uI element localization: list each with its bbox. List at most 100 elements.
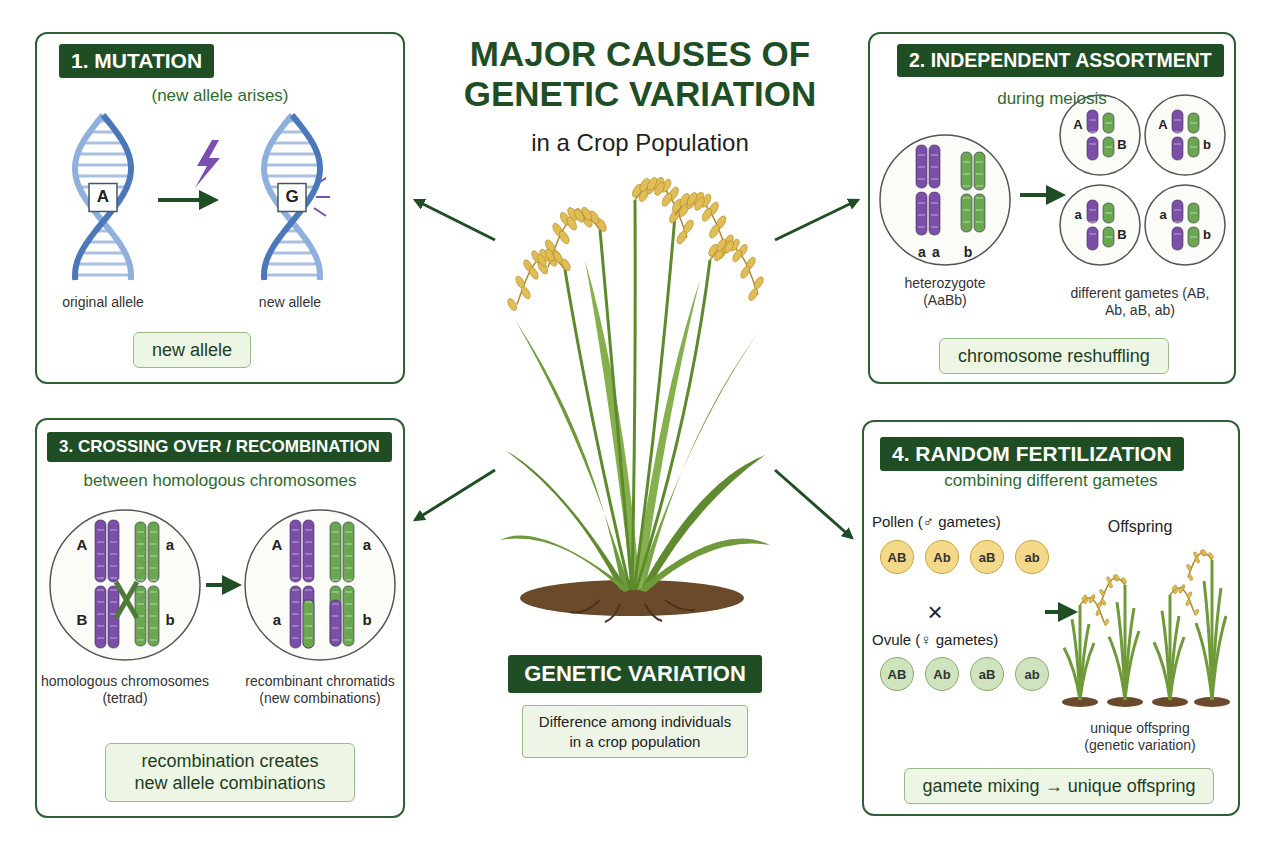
gamete-genotype: ab [1024, 550, 1039, 565]
summary-pill: chromosome reshuffling [939, 338, 1169, 375]
cause-arrow [415, 470, 495, 520]
panicle [1099, 574, 1127, 606]
allele-letter: B [1117, 227, 1126, 243]
chromatid [1103, 203, 1114, 247]
summary-text: gamete mixing → unique offspring [923, 775, 1196, 798]
pollen-gamete: ab [1015, 540, 1049, 574]
panel-subtitle: between homologous chromosomes [37, 471, 403, 491]
central-concept: GENETIC VARIATION Difference among indivi… [495, 165, 775, 765]
pollen-gamete: AB [880, 540, 914, 574]
ovule-gamete: ab [1015, 657, 1049, 691]
figure-caption: new allele [259, 294, 321, 311]
allele-letter: a [1074, 207, 1081, 223]
cause-arrow [415, 200, 495, 240]
gamete-genotype: aB [979, 667, 996, 682]
chromatid [1188, 113, 1199, 157]
panicle [536, 206, 608, 276]
chromatid [148, 522, 159, 646]
allele-letter: × [927, 597, 942, 628]
mutation-art [158, 140, 330, 216]
chromatid [961, 152, 972, 232]
panel-title: 4. RANDOM FERTILIZATION [880, 437, 1184, 471]
concept-definition: Difference among individuals in a crop p… [522, 705, 748, 758]
assortment-art [880, 95, 1225, 265]
ovule-gamete: aB [970, 657, 1004, 691]
crossover [116, 582, 137, 618]
panel-title: 2. INDEPENDENT ASSORTMENT [897, 44, 1224, 77]
panicle [1170, 584, 1200, 616]
panicle [1186, 549, 1214, 581]
cause-arrow [775, 200, 858, 240]
allele-letter: A [272, 536, 283, 554]
allele-letter: a [918, 244, 926, 261]
allele-letter: b [1203, 137, 1211, 153]
allele-letter: A [97, 187, 109, 207]
chromatid [1103, 113, 1114, 157]
cause-panel: chromosome reshuffling 2. INDEPENDENT ASS… [868, 32, 1236, 384]
panicle [1080, 594, 1110, 626]
allele-letter: a [318, 619, 326, 636]
chromatid [303, 520, 314, 648]
gamete-genotype: Ab [933, 667, 950, 682]
panicle [506, 248, 572, 312]
summary-text: new allele [152, 339, 232, 362]
figure-caption: different gametes (AB, Ab, aB, ab) [1065, 285, 1215, 319]
gamete-genotype: aB [979, 550, 996, 565]
allele-letter: A [1073, 117, 1082, 133]
pollen-gamete: aB [970, 540, 1004, 574]
chromatid [1087, 110, 1098, 160]
figure-caption: heterozygote (AaBb) [890, 275, 1000, 309]
subtitle: in a Crop Population [531, 129, 748, 158]
cause-arrow [775, 470, 852, 538]
panel-title: 1. MUTATION [59, 44, 214, 78]
panicle [707, 238, 765, 302]
chromatid [330, 522, 341, 646]
chromatid [95, 520, 106, 648]
panel-subtitle: combining different gametes [864, 471, 1238, 491]
ovule-gamete: AB [880, 657, 914, 691]
chromatid [1188, 203, 1199, 247]
chromatid [1087, 200, 1098, 250]
panicle [631, 176, 696, 246]
panel-subtitle: (new allele arises) [37, 86, 403, 106]
gamete-genotype: ab [1024, 667, 1039, 682]
allele-letter: A [77, 536, 88, 554]
summary-text: chromosome reshuffling [958, 345, 1150, 368]
gamete-genotype: Ab [933, 550, 950, 565]
figure-caption: Pollen (♂ gametes) [872, 513, 1001, 531]
allele-letter: B [1117, 137, 1126, 153]
crossover-art [50, 510, 395, 660]
allele-letter: b [964, 244, 973, 261]
gamete-genotype: AB [888, 550, 907, 565]
figure-caption: original allele [62, 294, 144, 311]
chromatid [343, 522, 354, 646]
allele-letter: G [285, 187, 298, 207]
figure-caption: Ovule (♀ gametes) [872, 631, 998, 649]
panicle [671, 191, 736, 261]
offspring-plant [1194, 560, 1230, 707]
allele-letter: A [1158, 117, 1167, 133]
summary-pill: gamete mixing → unique offspring [904, 768, 1215, 805]
figure-caption: recombinant chromatids (new combinations… [235, 673, 405, 707]
offspring-plant [1152, 595, 1188, 707]
chromatid [1172, 200, 1183, 250]
summary-text: recombination creates new allele combina… [124, 750, 336, 795]
dna-helix [75, 115, 131, 280]
chromatid [974, 152, 985, 232]
allele-letter: b [362, 611, 371, 629]
allele-letter: B [77, 611, 88, 629]
ovule-gamete: Ab [925, 657, 959, 691]
summary-pill: recombination creates new allele combina… [105, 743, 355, 802]
figure-caption: homologous chromosomes (tetrad) [40, 673, 210, 707]
cause-panel: ABAbaBabABAbaBabgamete mixing → unique o… [862, 420, 1240, 816]
concept-heading: GENETIC VARIATION [508, 655, 762, 693]
chromatid [290, 520, 301, 648]
diagram-title: MAJOR CAUSES OF GENETIC VARIATION [430, 34, 850, 115]
offspring-plant [1062, 605, 1098, 707]
allele-letter: a [273, 611, 281, 629]
summary-pill: new allele [133, 332, 251, 369]
pollen-gamete: Ab [925, 540, 959, 574]
figure-caption: Offspring [1108, 517, 1173, 536]
rice-plant [500, 200, 770, 622]
dna-helix [264, 115, 320, 280]
